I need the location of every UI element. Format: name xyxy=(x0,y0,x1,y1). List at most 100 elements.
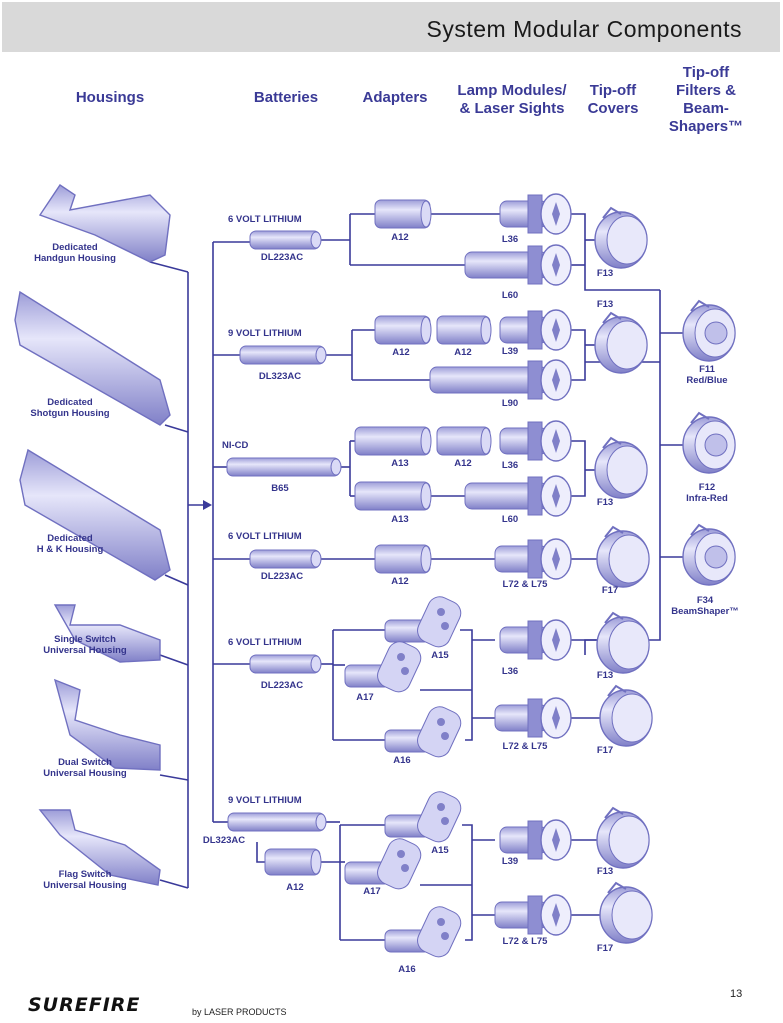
batteries-label: DL223AC xyxy=(260,680,304,691)
covers-label: F13 xyxy=(596,866,614,877)
battery-dl323ac xyxy=(239,345,327,365)
housings-label: Dual Switch Universal Housing xyxy=(43,757,127,779)
housings-label: Dedicated Handgun Housing xyxy=(34,242,116,264)
adapter-a15 xyxy=(384,596,462,648)
adapters-label: A13 xyxy=(391,514,409,525)
connector-line xyxy=(460,629,473,741)
lamp-l39 xyxy=(499,819,572,861)
batteries-label: DL323AC xyxy=(202,835,246,846)
column-header-housings: Housings xyxy=(75,89,145,106)
page-title: System Modular Components xyxy=(426,16,742,42)
cover-f13 xyxy=(596,806,650,869)
lamps-label: L36 xyxy=(501,666,519,677)
lamp-l72-l75 xyxy=(494,697,572,739)
byline: by LASER PRODUCTS xyxy=(192,1007,287,1017)
adapter-a16 xyxy=(384,906,462,958)
battery-types-label: NI-CD xyxy=(222,440,249,451)
adapters-label: A16 xyxy=(398,964,416,975)
filters-label: F11 Red/Blue xyxy=(686,364,728,386)
adapters-label: A12 xyxy=(286,882,304,893)
lamps-label: L90 xyxy=(501,398,519,409)
covers-label: F17 xyxy=(596,943,614,954)
column-header-lamp-modules: Lamp Modules/ & Laser Sights xyxy=(457,82,567,117)
lamp-l36 xyxy=(499,619,572,661)
column-header-filters: Tip-off Filters & Beam- Shapers™ xyxy=(668,64,744,135)
adapters-label: A15 xyxy=(431,845,449,856)
adapter-a12 xyxy=(374,544,432,574)
connector-line xyxy=(164,424,189,433)
cover-f13 xyxy=(594,206,648,269)
lamp-l90 xyxy=(429,359,572,401)
adapters-label: A12 xyxy=(391,232,409,243)
lamp-l72-l75 xyxy=(494,538,572,580)
battery-b65 xyxy=(226,457,342,477)
adapter-a15 xyxy=(384,791,462,843)
dual-switch-housing-image xyxy=(53,678,161,771)
lens-icon xyxy=(704,545,728,569)
adapter-a12 xyxy=(374,199,432,229)
cover-f13 xyxy=(594,436,648,499)
adapters-label: A17 xyxy=(356,692,374,703)
batteries-label: B65 xyxy=(271,483,289,494)
housings-label: Flag Switch Universal Housing xyxy=(43,869,127,891)
cover-f13 xyxy=(594,311,648,374)
filters-label: F12 Infra-Red xyxy=(686,482,728,504)
column-header-adapters: Adapters xyxy=(362,89,428,106)
covers-label: F17 xyxy=(601,585,619,596)
hk-housing-image xyxy=(19,448,171,581)
adapters-label: A17 xyxy=(363,886,381,897)
connector-line xyxy=(159,774,189,781)
connector-line xyxy=(570,329,586,381)
battery-dl223ac xyxy=(249,654,322,674)
adapter-a12 xyxy=(374,315,432,345)
lamp-l60 xyxy=(464,244,572,286)
cover-f17 xyxy=(596,525,650,588)
covers-label: F13 xyxy=(596,670,614,681)
batteries-label: DL323AC xyxy=(258,371,302,382)
adapter-a17 xyxy=(344,838,422,890)
cover-f13 xyxy=(596,611,650,674)
batteries-label: DL223AC xyxy=(260,571,304,582)
lamps-label: L39 xyxy=(501,856,519,867)
page-number: 13 xyxy=(730,988,743,1000)
lamps-label: L60 xyxy=(501,290,519,301)
battery-dl323ac xyxy=(227,812,327,832)
filters-label: F34 BeamShaper™ xyxy=(671,595,739,617)
housings-label: Dedicated Shotgun Housing xyxy=(30,397,110,419)
adapters-label: A12 xyxy=(454,347,472,358)
single-switch-housing-image xyxy=(53,604,161,663)
lamp-l72-l75 xyxy=(494,894,572,936)
battery-types-label: 6 VOLT LITHIUM xyxy=(228,637,302,648)
arrow-icon xyxy=(203,500,212,510)
adapter-a17 xyxy=(344,641,422,693)
lamp-l60 xyxy=(464,475,572,517)
lens-icon xyxy=(704,433,728,457)
adapter-a12 xyxy=(436,426,492,456)
adapters-label: A12 xyxy=(454,458,472,469)
adapters-label: A12 xyxy=(391,576,409,587)
connector-line xyxy=(149,261,189,273)
adapter-a12 xyxy=(264,848,322,876)
covers-label: F13 xyxy=(596,268,614,279)
lamp-l36 xyxy=(499,193,572,235)
lens-icon xyxy=(704,321,728,345)
covers-label: F17 xyxy=(596,745,614,756)
covers-label: F13 xyxy=(596,299,614,310)
lamps-label: L72 & L75 xyxy=(502,579,548,590)
lamps-label: L72 & L75 xyxy=(502,741,548,752)
adapters-label: A15 xyxy=(431,650,449,661)
connector-line xyxy=(164,574,189,586)
batteries-label: DL223AC xyxy=(260,252,304,263)
cover-f17 xyxy=(599,881,653,944)
covers-label: F13 xyxy=(596,497,614,508)
battery-types-label: 6 VOLT LITHIUM xyxy=(228,214,302,225)
column-header-batteries: Batteries xyxy=(253,89,319,106)
housings-label: Dedicated H & K Housing xyxy=(36,533,104,555)
adapter-a16 xyxy=(384,706,462,758)
column-header-tip-off-covers: Tip-off Covers xyxy=(587,82,639,117)
battery-dl223ac xyxy=(249,230,322,250)
connector-line xyxy=(256,842,265,863)
battery-types-label: 9 VOLT LITHIUM xyxy=(228,795,302,806)
